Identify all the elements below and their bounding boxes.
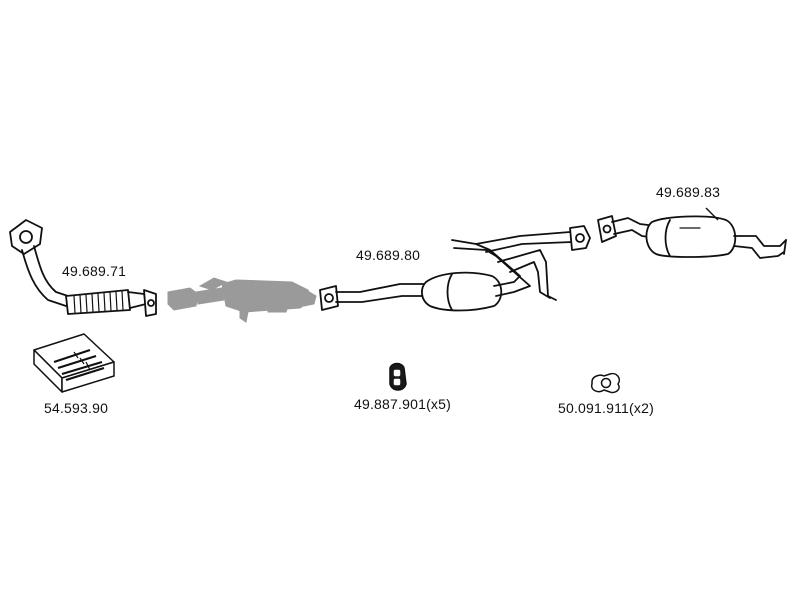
centre-silencer-drawing[interactable] (319, 225, 591, 312)
front-pipe-tube-a (21, 249, 67, 307)
centre-silencer-body (421, 271, 503, 312)
rear-tailpipe-end (783, 239, 787, 255)
catalytic-converter-drawing[interactable] (167, 277, 317, 323)
rear-tailpipe-a (733, 235, 787, 247)
front-pipe-drawing[interactable] (9, 219, 157, 317)
gasket-hole (600, 377, 612, 389)
centre-hanger-pipe-b (509, 261, 551, 299)
rear-inlet-hole (602, 224, 612, 234)
centre-upper-run-b (485, 241, 573, 253)
front-pipe-outlet-hole (147, 299, 155, 307)
front-pipe-flange-hole (19, 230, 33, 244)
catalytic-converter-heatshield-top (198, 277, 228, 291)
centre-inlet-pipe-bottom (335, 295, 429, 303)
front-pipe-flex-ribs (73, 290, 124, 314)
centre-silencer-label: 49.689.80 (356, 247, 421, 263)
rear-inlet-pipe-a (611, 217, 657, 227)
centre-inlet-pipe-top (335, 283, 429, 293)
centre-upper-run (475, 231, 571, 245)
rear-silencer-leader (705, 207, 719, 221)
rubber-mount-hole-top (393, 369, 401, 377)
centre-inlet-hole (324, 293, 334, 303)
gasket-label: 50.091.911(x2) (558, 400, 654, 416)
catalytic-converter-neck (195, 287, 225, 305)
mounting-kit-drawing[interactable] (33, 333, 115, 393)
centre-silencer-seam (446, 273, 453, 311)
catalytic-converter-inlet (167, 287, 199, 311)
rear-tailpipe-b (733, 245, 785, 259)
front-pipe-tube-b (33, 245, 69, 297)
rubber-mount-hole-bottom (393, 378, 401, 386)
catalytic-converter-bracket (239, 307, 249, 323)
centre-hanger-pipe (497, 249, 557, 301)
rear-silencer-drawing[interactable] (597, 215, 787, 259)
rubber-mount-drawing[interactable] (389, 362, 407, 391)
mounting-kit-label: 54.593.90 (44, 400, 109, 416)
front-pipe-outlet (127, 291, 147, 309)
front-pipe-label: 49.689.71 (62, 263, 127, 279)
catalytic-converter-outlet (303, 289, 317, 307)
centre-outlet-hole (575, 233, 585, 243)
rubber-mount-body (389, 362, 407, 391)
catalytic-converter-body (221, 279, 313, 313)
gasket-drawing[interactable] (590, 372, 621, 394)
catalytic-converter-heatshield-bottom (267, 305, 289, 313)
rubber-mount-label: 49.887.901(x5) (354, 396, 451, 412)
mounting-kit-contents (53, 348, 105, 382)
rear-silencer-seam (664, 219, 671, 257)
rear-silencer-body (645, 215, 737, 258)
rear-silencer-label: 49.689.83 (656, 184, 721, 200)
mounting-kit-contents-ends (73, 351, 91, 371)
